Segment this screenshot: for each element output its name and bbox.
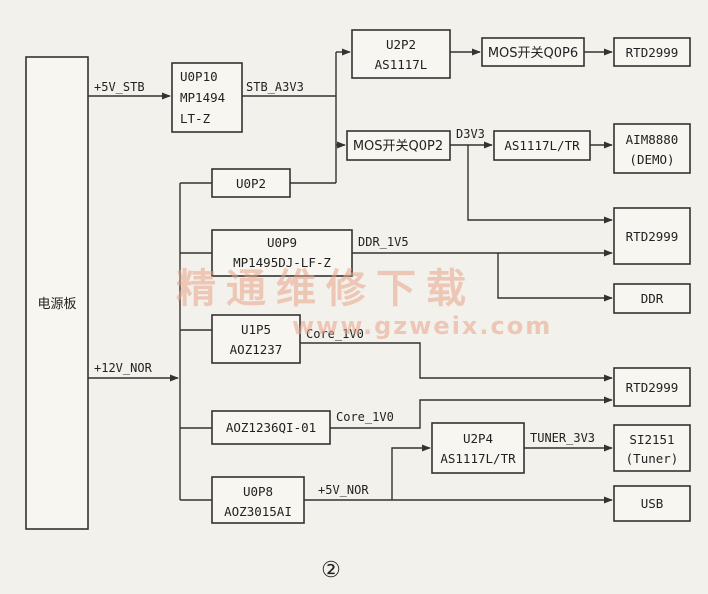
svg-text:MP1495DJ-LF-Z: MP1495DJ-LF-Z — [233, 255, 331, 270]
u0p8-block: U0P8 AOZ3015AI — [211, 476, 305, 524]
watermark-title: 精通维修下载 — [176, 265, 476, 312]
as1117l-tr-block: AS1117L/TR — [493, 130, 591, 161]
svg-text:AOZ1237: AOZ1237 — [230, 342, 283, 357]
net-labels: +5V_STB STB_A3V3 D3V3 DDR_1V5 +12V_NOR C… — [94, 80, 595, 497]
svg-text:(Tuner): (Tuner) — [626, 451, 679, 466]
svg-text:(DEMO): (DEMO) — [629, 152, 674, 167]
u2p4-block: U2P4 AS1117L/TR — [431, 422, 525, 474]
si2151-block: SI2151 (Tuner) — [613, 424, 691, 472]
svg-text:U0P9: U0P9 — [267, 235, 297, 250]
net-label-stb-a3v3: STB_A3V3 — [246, 80, 304, 94]
svg-text:U0P8: U0P8 — [243, 484, 273, 499]
svg-text:AOZ1236QI-01: AOZ1236QI-01 — [226, 420, 316, 435]
svg-text:MOS开关Q0P6: MOS开关Q0P6 — [488, 46, 578, 61]
svg-text:MOS开关Q0P2: MOS开关Q0P2 — [353, 139, 443, 154]
net-label-5v-stb: +5V_STB — [94, 80, 145, 94]
svg-text:U0P2: U0P2 — [236, 176, 266, 191]
aim8880-block: AIM8880 (DEMO) — [613, 123, 691, 174]
watermark-url: www.gzweix.com — [292, 312, 552, 340]
power-board-label: 电源板 — [37, 297, 76, 312]
net-label-5v-nor: +5V_NOR — [318, 483, 369, 497]
net-label-12v-nor: +12V_NOR — [94, 361, 153, 375]
figure-number: ② — [321, 558, 341, 583]
wire-d3v3-rtd2 — [467, 145, 613, 224]
wires — [88, 48, 613, 504]
u0p2-block: U0P2 — [211, 168, 291, 198]
ddr-block: DDR — [613, 283, 691, 314]
svg-text:USB: USB — [641, 496, 664, 511]
svg-text:AS1117L/TR: AS1117L/TR — [504, 138, 580, 153]
wire-core-a — [300, 342, 613, 382]
net-label-d3v3: D3V3 — [456, 127, 485, 141]
svg-text:U0P10: U0P10 — [180, 69, 218, 84]
svg-text:RTD2999: RTD2999 — [626, 229, 679, 244]
power-board-block: 电源板 — [25, 56, 89, 530]
u1p5-block: U1P5 AOZ1237 — [211, 314, 301, 364]
u0p10-block: U0P10 MP1494 LT-Z — [171, 62, 243, 133]
wire-ddr-ddr — [497, 253, 613, 302]
watermark: 精通维修下载 www.gzweix.com — [176, 265, 552, 340]
svg-text:U2P4: U2P4 — [463, 431, 493, 446]
svg-text:AOZ3015AI: AOZ3015AI — [224, 504, 292, 519]
usb-block: USB — [613, 485, 691, 522]
u2p2-block: U2P2 AS1117L — [351, 29, 451, 79]
wire-core-b — [330, 396, 613, 429]
svg-text:RTD2999: RTD2999 — [626, 45, 679, 60]
svg-text:DDR: DDR — [641, 291, 664, 306]
svg-text:AS1117L/TR: AS1117L/TR — [440, 451, 516, 466]
rtd2999-block-3: RTD2999 — [613, 367, 691, 407]
mos-q0p2-block: MOS开关Q0P2 — [346, 130, 451, 161]
u0p9-block: U0P9 MP1495DJ-LF-Z — [211, 229, 353, 277]
svg-text:LT-Z: LT-Z — [180, 111, 211, 126]
aoz1236-block: AOZ1236QI-01 — [211, 410, 331, 445]
svg-text:MP1494: MP1494 — [180, 90, 225, 105]
svg-text:U2P2: U2P2 — [386, 37, 416, 52]
net-label-tuner-3v3: TUNER_3V3 — [530, 431, 595, 445]
svg-text:RTD2999: RTD2999 — [626, 380, 679, 395]
net-label-ddr-1v5: DDR_1V5 — [358, 235, 409, 249]
net-label-core-1v0-a: Core_1V0 — [306, 327, 364, 341]
wire-5v-nor-u2p4 — [391, 444, 431, 500]
svg-text:U1P5: U1P5 — [241, 322, 271, 337]
net-label-core-1v0-b: Core_1V0 — [336, 410, 394, 424]
svg-text:SI2151: SI2151 — [629, 432, 674, 447]
mos-q0p6-block: MOS开关Q0P6 — [481, 37, 585, 67]
rtd2999-block-1: RTD2999 — [613, 37, 691, 67]
svg-text:AIM8880: AIM8880 — [626, 132, 679, 147]
rtd2999-block-2: RTD2999 — [613, 207, 691, 265]
svg-text:AS1117L: AS1117L — [375, 57, 428, 72]
